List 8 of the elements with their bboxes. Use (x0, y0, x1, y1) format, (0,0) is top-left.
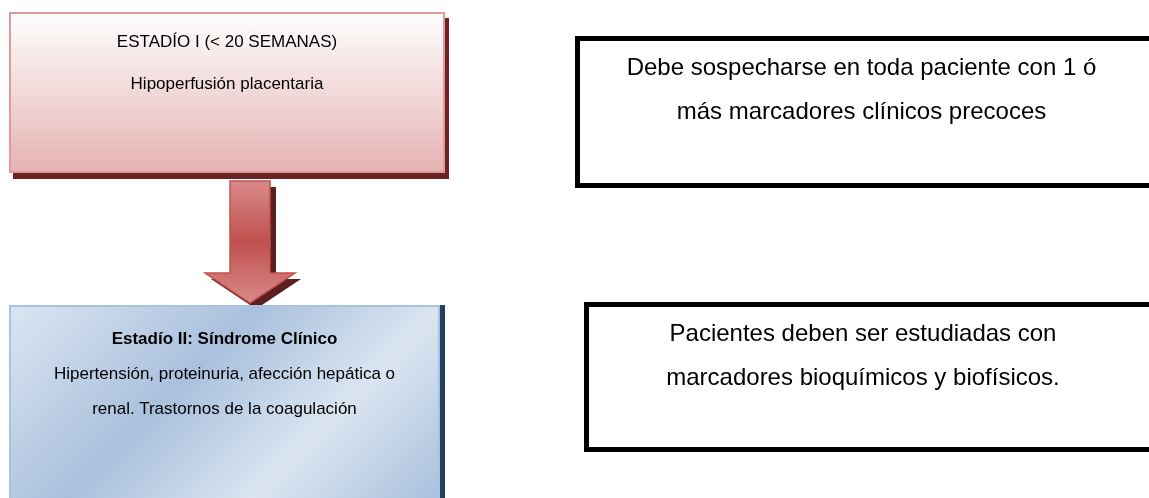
stage-heading: Estadío II: Síndrome Clínico (110, 328, 339, 350)
note-box (575, 36, 1149, 188)
stage-description: Hipoperfusión placentaria (129, 74, 325, 94)
note-box (584, 302, 1149, 452)
stage-description: Hipertensión, proteinuria, afección hepática o renal. Trastornos de la coagulación (52, 363, 397, 420)
stage-heading: ESTADÍO I (< 20 SEMANAS) (115, 32, 339, 52)
stage-description: Pacientes deben ser estudiadas con marcadores bioquímicos y biofísicos. (665, 318, 1061, 392)
stage-description: Debe sospecharse en toda paciente con 1 ó más marcadores clínicos precoces (625, 52, 1098, 126)
